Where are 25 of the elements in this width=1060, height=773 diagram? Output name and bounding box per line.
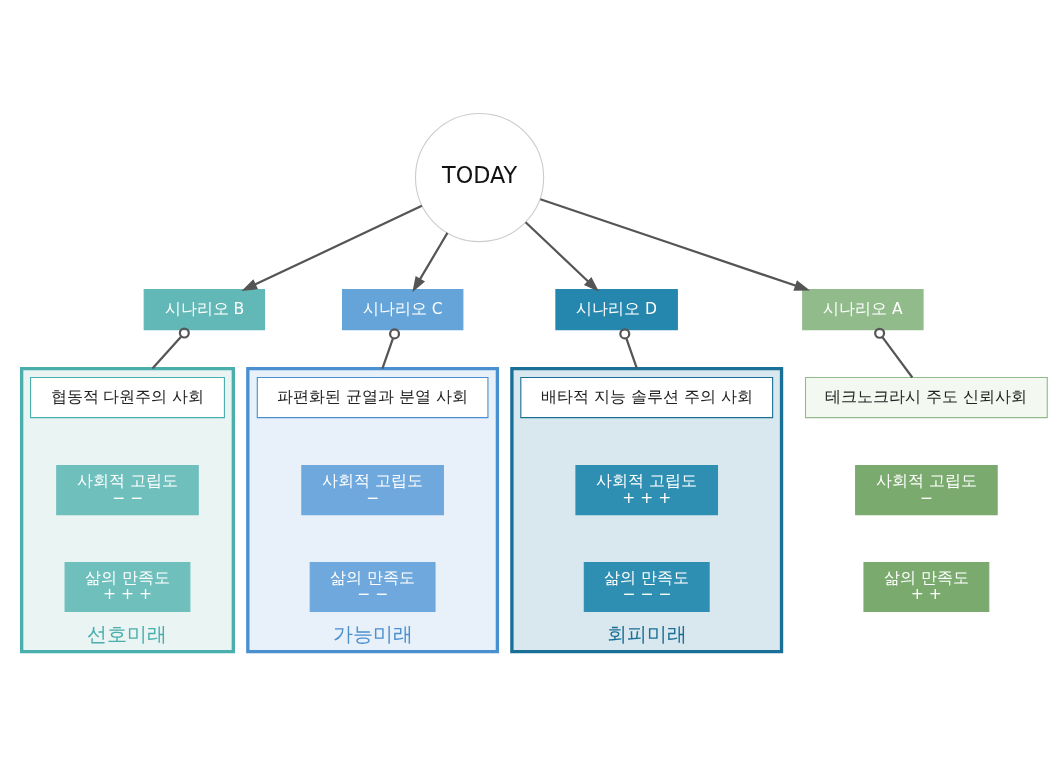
node-box: 삶의 만족도 + + + [64, 561, 191, 612]
arrow [539, 197, 810, 291]
connector [874, 327, 914, 378]
node-box: 시나리오 B [143, 288, 266, 330]
node-box: 사회적 고립도 + + + [575, 464, 719, 515]
node-circle: TODAY [414, 112, 545, 242]
arrow [524, 220, 599, 292]
node-box: 사회적 고립도 − [301, 464, 444, 515]
node-box: 삶의 만족도 − − − [583, 561, 710, 612]
node-box: 시나리오 A [802, 288, 924, 330]
arrow [412, 231, 449, 292]
connector [151, 326, 190, 369]
node-box: 협동적 다원주의 사회 [30, 376, 225, 418]
node-box: 삶의 만족도 − − [309, 561, 436, 612]
node-box: 사회적 고립도 − [855, 464, 998, 515]
node-box: 시나리오 C [341, 288, 464, 330]
node-box: 사회적 고립도 − − [56, 464, 199, 515]
node-box: 배타적 지능 솔루션 주의 사회 [520, 376, 774, 418]
node-box: 시나리오 D [555, 288, 678, 330]
connector [619, 327, 638, 369]
node-box: 파편화된 균열과 분열 사회 [256, 376, 489, 418]
connector [381, 327, 401, 369]
node-box: 삶의 만족도 + + [863, 561, 990, 612]
arrow [241, 204, 423, 291]
node-box: 테크노크라시 주도 신뢰사회 [804, 376, 1048, 418]
